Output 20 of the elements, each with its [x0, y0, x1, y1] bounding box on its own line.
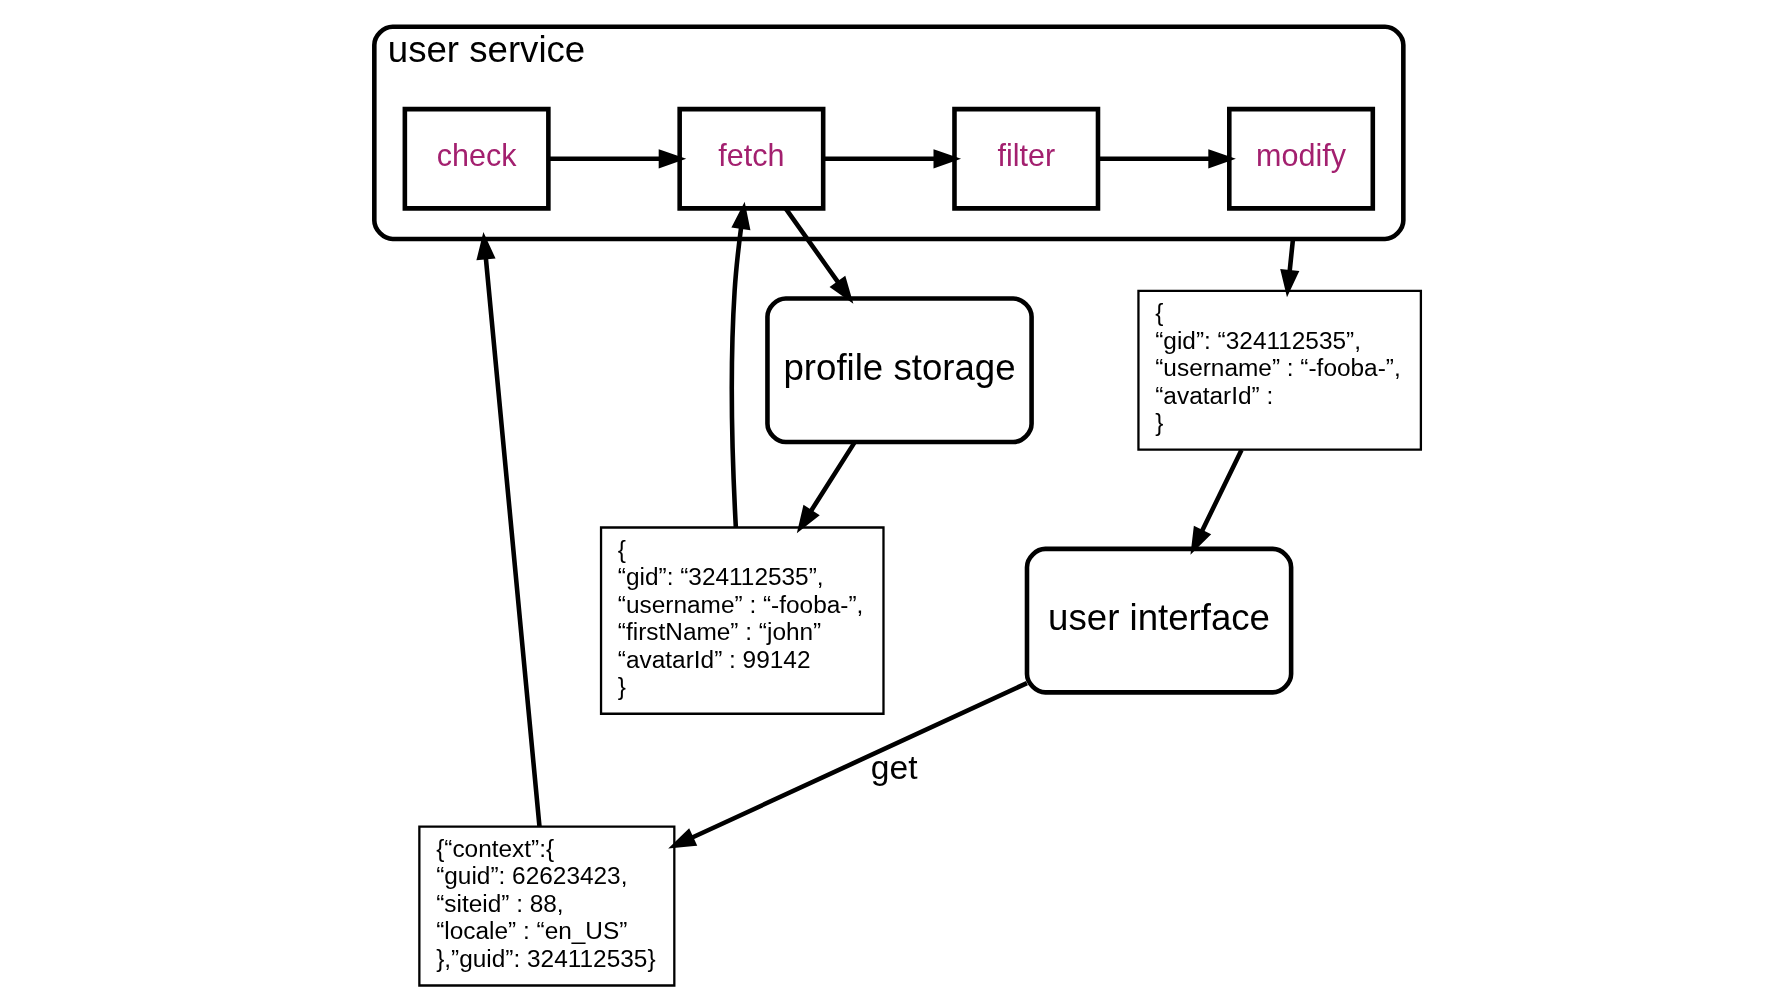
- arrow: [729, 201, 751, 528]
- node-box: profile storage: [765, 296, 1034, 445]
- arrow: [823, 149, 962, 169]
- node-box: fetch: [677, 106, 826, 211]
- node-box: user interface: [1024, 546, 1294, 695]
- arrow: [476, 232, 542, 827]
- node-box: modify: [1227, 106, 1376, 211]
- arrow: [548, 149, 687, 169]
- node-box: filter: [952, 106, 1101, 211]
- arrow: [1190, 449, 1244, 555]
- arrow: [1280, 238, 1300, 298]
- node-box: {“context”:{ “guid”: 62623423, “siteid” : 88, “locale” : “en_US” },”guid”: 324112535}: [418, 825, 676, 987]
- node-box: { “gid”: “324112535”, “username” : “-fooba-”, “firstName” : “john” “avatarId” : 99142 }: [599, 526, 885, 715]
- node-box: { “gid”: “324112535”, “username” : “-fooba-”, “avatarId” : }: [1137, 289, 1423, 451]
- node-box: check: [402, 106, 551, 211]
- arrow: [796, 441, 857, 534]
- arrow: [1098, 149, 1236, 169]
- edge-label: get: [870, 748, 918, 786]
- arrow: [668, 681, 1028, 849]
- arrow: [783, 207, 854, 304]
